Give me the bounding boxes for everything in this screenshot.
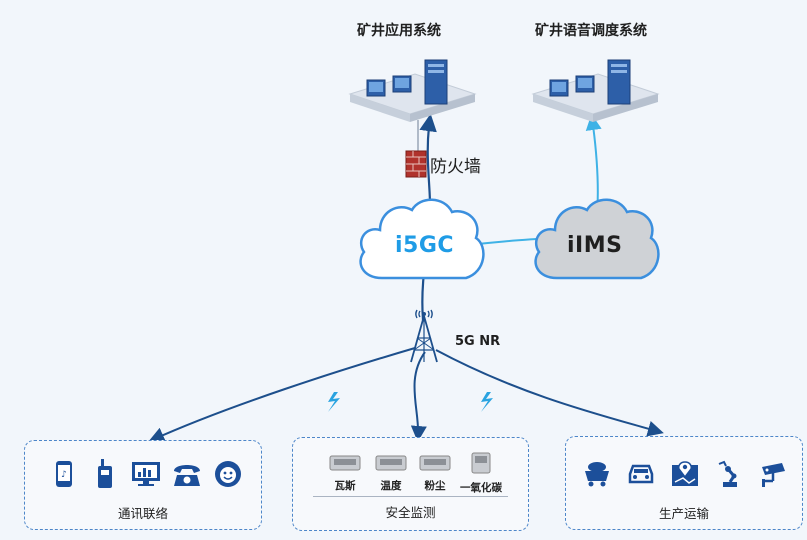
comm-group-title: 通讯联络 xyxy=(117,506,168,521)
signal-bolt-right xyxy=(481,392,493,412)
vehicle-icon xyxy=(626,459,656,489)
i5gc-cloud-icon xyxy=(359,198,485,280)
downlink-safety-line xyxy=(410,351,427,442)
transport-group-title: 生产运输 xyxy=(658,506,709,521)
camera-icon xyxy=(758,459,788,489)
voice-system-title: 矿井语音调度系统 xyxy=(535,23,647,39)
app-system-server-icon xyxy=(348,59,477,122)
downlink-comm-line xyxy=(148,347,416,443)
svg-text:♪: ♪ xyxy=(61,470,67,480)
mine-cart-icon xyxy=(582,459,612,489)
sensor-temp-label: 温度 xyxy=(380,480,402,492)
sensor-temp: 温度 xyxy=(369,452,413,493)
i5gc-label: i5GC xyxy=(395,233,455,258)
downlink-transport-line xyxy=(435,349,664,437)
antenna-tower-icon xyxy=(410,309,438,363)
smiley-face-icon xyxy=(213,459,243,489)
iims-cloud-icon xyxy=(534,198,660,280)
telephone-icon xyxy=(172,459,202,489)
safety-group-title: 安全监测 xyxy=(385,505,436,520)
sensor-dust-label: 粉尘 xyxy=(424,480,446,492)
robot-arm-icon xyxy=(714,459,744,489)
signal-bolt-left xyxy=(328,392,340,412)
monitor-chart-icon xyxy=(131,459,161,489)
transport-group: 生产运输 xyxy=(565,436,803,530)
sensor-gas: 瓦斯 xyxy=(323,452,367,493)
comm-group: ♪ 通讯联络 xyxy=(24,440,262,530)
walkie-talkie-icon xyxy=(90,459,120,489)
sensor-gas-label: 瓦斯 xyxy=(334,480,356,492)
safety-group: 瓦斯 温度 粉尘 一氧化碳 安全监测 xyxy=(292,437,529,531)
safety-divider xyxy=(313,496,508,497)
firewall-label: 防火墙 xyxy=(430,157,481,177)
map-pin-icon xyxy=(670,459,700,489)
phone-icon: ♪ xyxy=(49,459,79,489)
sensor-co: 一氧化碳 xyxy=(453,452,509,495)
firewall-icon xyxy=(405,150,427,178)
voice-system-server-icon xyxy=(531,59,660,122)
app-system-title: 矿井应用系统 xyxy=(357,23,441,39)
sensor-dust: 粉尘 xyxy=(413,452,457,493)
sensor-co-label: 一氧化碳 xyxy=(460,482,502,494)
5g-nr-label: 5G NR xyxy=(455,334,501,349)
iims-label: iIMS xyxy=(567,233,623,258)
